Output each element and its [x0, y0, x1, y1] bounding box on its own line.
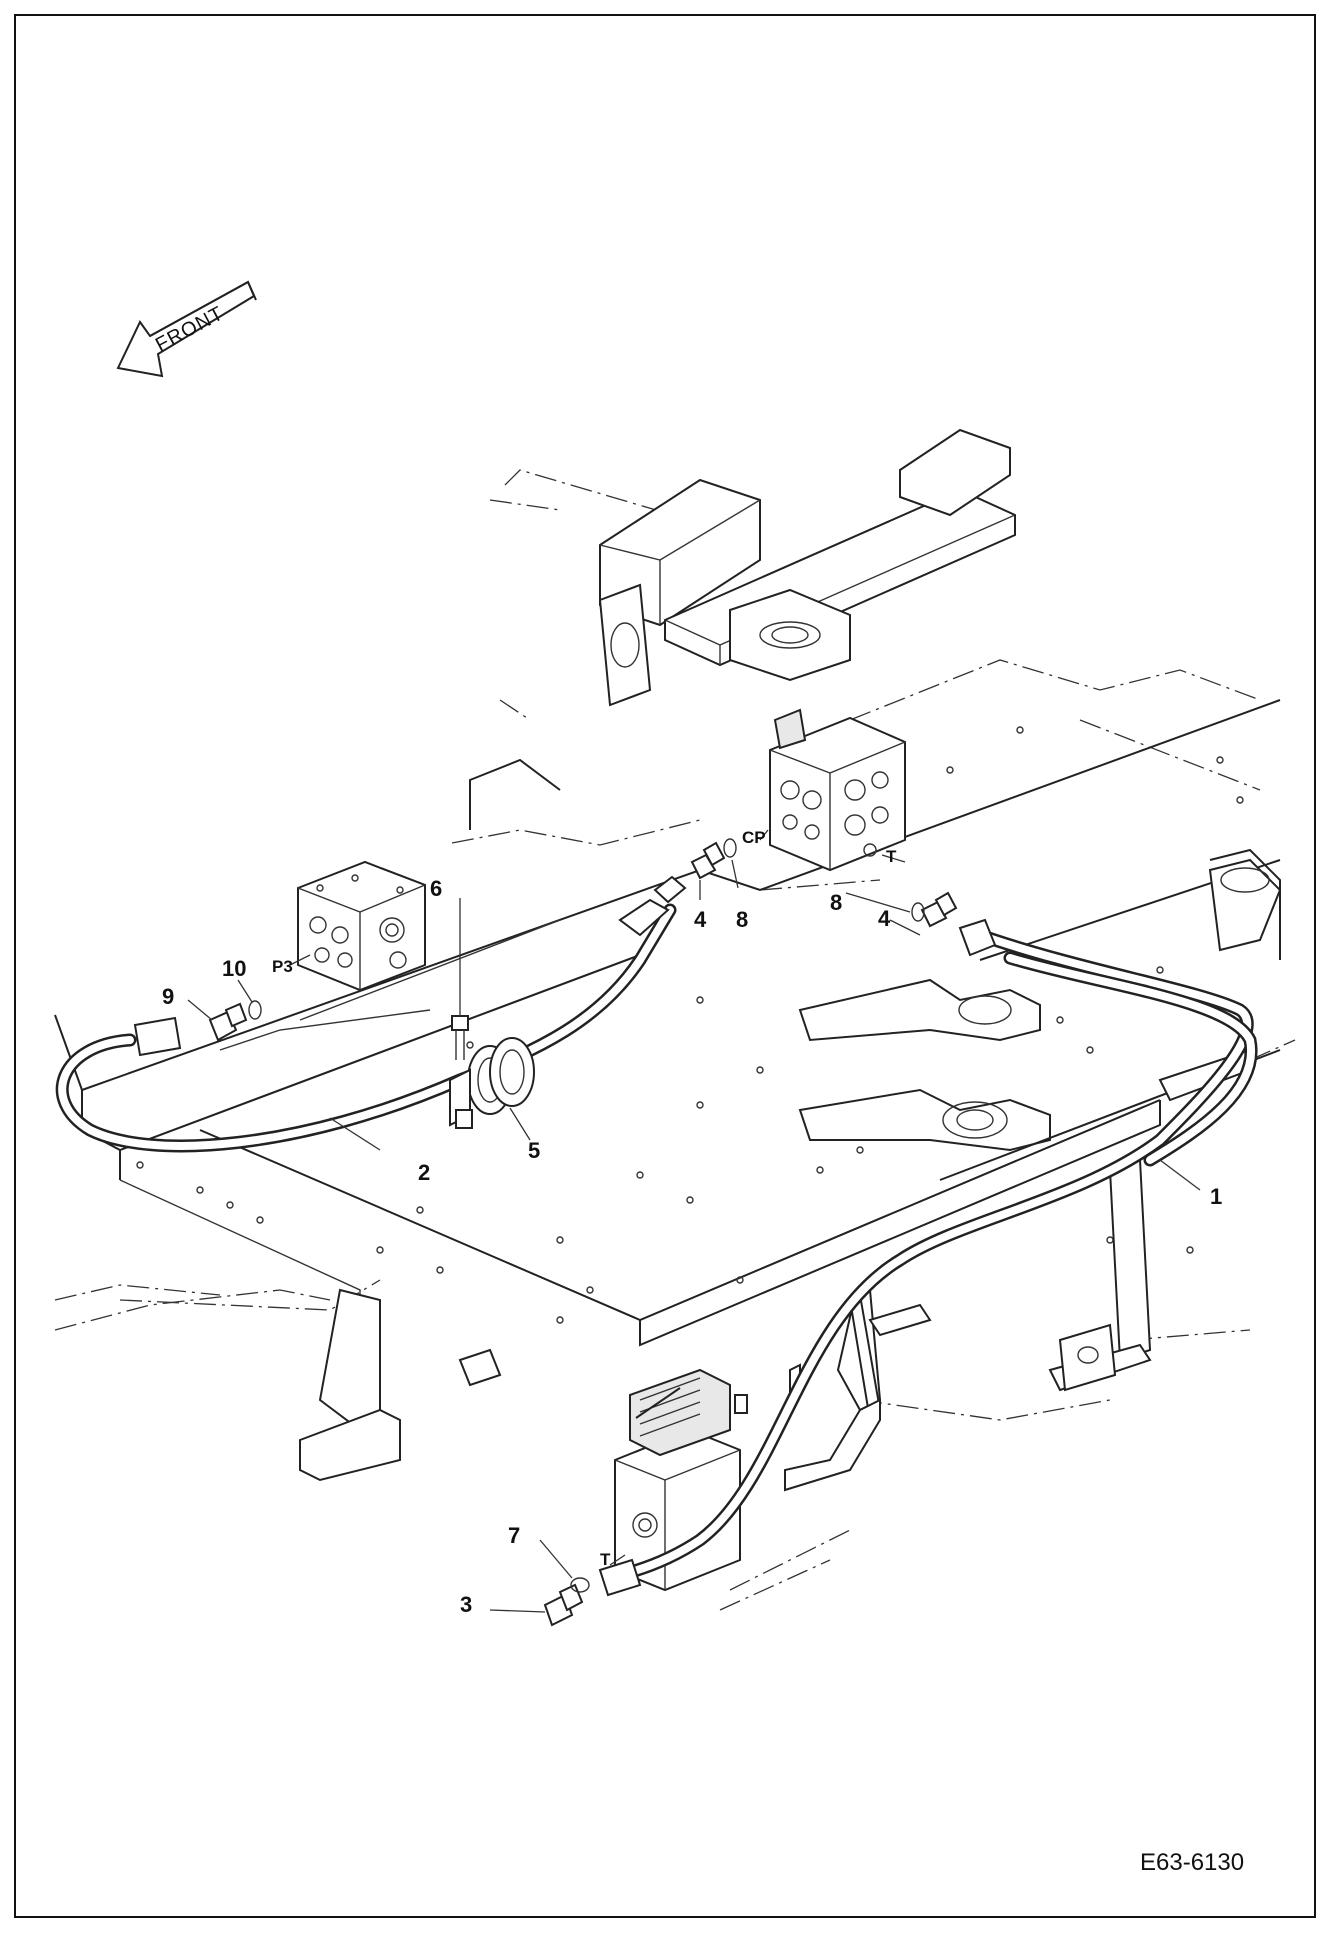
- callout-2: 2: [418, 1160, 430, 1185]
- callout-10: 10: [222, 956, 246, 981]
- callout-1: 1: [1210, 1184, 1222, 1209]
- grommet-5: [449, 1037, 535, 1127]
- callout-8a: 8: [736, 907, 748, 932]
- lower-fittings: [543, 1577, 590, 1627]
- port-label-p3: P3: [272, 957, 293, 976]
- lower-valve-assembly: [614, 1158, 1152, 1592]
- cp-control-valve: [769, 708, 906, 872]
- callout-4a: 4: [694, 907, 707, 932]
- drawing-frame: [14, 14, 1316, 1918]
- front-arrow: FRONT: [116, 280, 257, 378]
- callout-9: 9: [162, 984, 174, 1009]
- upper-cross-member: [598, 428, 1016, 707]
- leader-lines: [187, 829, 1201, 1613]
- bolt-holes: [136, 726, 1244, 1324]
- callout-8b: 8: [830, 890, 842, 915]
- hose-1: [598, 918, 1258, 1597]
- figure-id: E63-6130: [1140, 1849, 1244, 1876]
- p3-manifold-block: [297, 860, 426, 992]
- callout-5: 5: [528, 1138, 540, 1163]
- callout-4b: 4: [878, 906, 891, 931]
- port-label-cp: CP: [742, 828, 766, 847]
- cp-fittings: [690, 838, 958, 928]
- callout-6: 6: [430, 876, 442, 901]
- frame-outline: [54, 469, 1296, 1611]
- hose-2: [55, 875, 687, 1153]
- bolt-6: [451, 1015, 473, 1129]
- callout-3: 3: [460, 1592, 472, 1617]
- callout-7: 7: [508, 1523, 520, 1548]
- port-label-t-upper: T: [886, 847, 897, 866]
- p3-fittings: [208, 1000, 262, 1042]
- port-label-t-lower: T: [600, 1550, 611, 1569]
